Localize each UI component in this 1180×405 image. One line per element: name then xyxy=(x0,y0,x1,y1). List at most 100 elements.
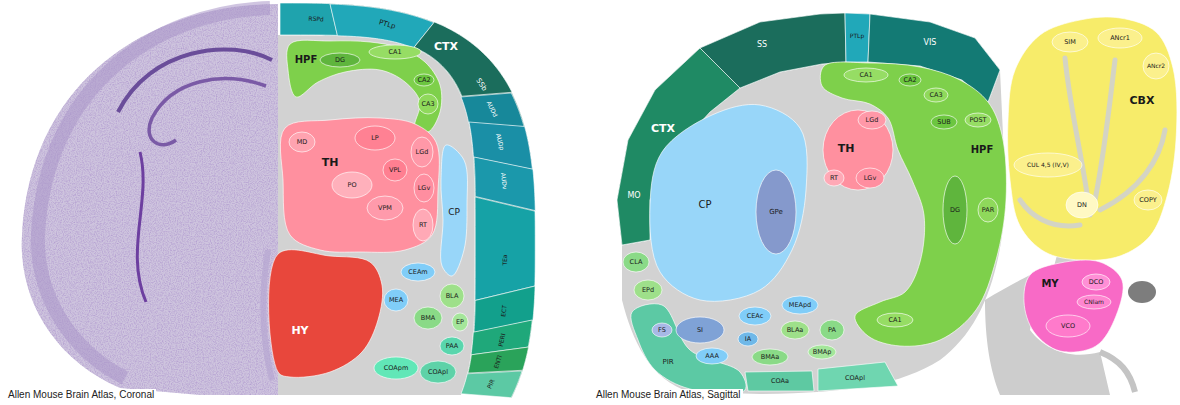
region-shape xyxy=(278,254,382,377)
brain-region: PAR xyxy=(978,198,998,222)
brain-region: PIR xyxy=(461,371,522,398)
region-label: COApm xyxy=(384,365,408,372)
region-label: HPF xyxy=(295,55,318,65)
region-shape xyxy=(822,63,1006,346)
region-outline xyxy=(411,137,433,167)
brain-region: THLGdRTLGv xyxy=(823,110,893,190)
region-outline xyxy=(1008,17,1177,260)
region-outline xyxy=(355,126,395,150)
brain-region: ANcr1 xyxy=(1098,28,1142,48)
region-outline xyxy=(943,176,967,244)
brain-region: TEa xyxy=(475,197,535,301)
brain-region: PAA xyxy=(440,337,464,355)
region-label: DN xyxy=(1077,202,1087,209)
region-label: FS xyxy=(658,327,666,334)
region-label: CA3 xyxy=(421,101,434,108)
region-outline xyxy=(1014,153,1082,177)
brain-region: DN xyxy=(1066,192,1098,218)
brain-region: VPL xyxy=(383,159,407,181)
brain-region: VPM xyxy=(367,196,403,220)
region-outline xyxy=(440,337,464,355)
region-shape xyxy=(475,197,535,301)
region-outline xyxy=(413,209,433,241)
region-label: BMA xyxy=(421,315,436,322)
region-label: BMAp xyxy=(813,349,832,356)
region-label: SS xyxy=(757,41,767,49)
region-label: CA3 xyxy=(929,92,942,99)
region-outline xyxy=(818,362,898,391)
brain-region: VCO xyxy=(1046,315,1090,337)
region-outline xyxy=(823,110,893,190)
region-outline xyxy=(965,113,991,127)
region-outline xyxy=(332,172,372,198)
region-outline xyxy=(676,317,724,343)
brain-region: IA xyxy=(738,332,758,346)
brain-region: LGd xyxy=(411,137,433,167)
brain-region: RT xyxy=(824,170,844,186)
region-label: MO xyxy=(627,192,640,200)
brain-region: SUB xyxy=(931,115,957,129)
region-outline xyxy=(756,170,796,254)
region-outline xyxy=(845,13,870,62)
brain-region: LGv xyxy=(414,174,434,202)
region-label: MEA xyxy=(389,297,403,304)
region-label: CP xyxy=(698,200,711,210)
region-label: CEAc xyxy=(747,313,764,320)
region-label: VCO xyxy=(1061,323,1075,330)
brain-region: CUL 4,5 (IV,V) xyxy=(1014,153,1082,177)
brain-region: PA xyxy=(820,320,844,340)
region-label: SIM xyxy=(1064,39,1076,46)
region-outline xyxy=(1024,260,1123,352)
region-outline xyxy=(856,168,884,188)
region-label: IA xyxy=(745,336,751,343)
brain-region: COApl xyxy=(818,362,898,391)
brain-region: SI xyxy=(676,317,724,343)
region-label: DG xyxy=(950,207,960,214)
medulla-tail xyxy=(1100,352,1135,392)
brain-region: AUDd xyxy=(461,93,524,127)
brain-region: AAA xyxy=(696,348,728,364)
region-outline xyxy=(824,170,844,186)
nerve-root xyxy=(1128,281,1156,303)
brain-region: BLA xyxy=(440,284,464,308)
region-outline xyxy=(1098,28,1142,48)
region-label: VPM xyxy=(378,205,392,212)
region-outline xyxy=(440,284,464,308)
region-outline xyxy=(931,115,957,129)
brain-region: COPY xyxy=(1134,190,1162,210)
region-label: BLA xyxy=(446,293,459,300)
brain-region: BLAa xyxy=(781,321,809,339)
region-outline xyxy=(745,371,814,391)
region-outline xyxy=(623,252,649,272)
region-label: SUB xyxy=(937,119,950,126)
region-outline xyxy=(461,371,522,398)
region-outline xyxy=(269,250,383,378)
nissl-ventricle xyxy=(137,152,146,302)
brain-region: CEAc xyxy=(739,307,771,325)
region-outline xyxy=(1066,192,1098,218)
region-outline xyxy=(978,198,998,222)
region-label: EPd xyxy=(642,287,654,294)
brain-region: MYDCOCNlamVCO xyxy=(1024,262,1122,351)
region-outline xyxy=(414,307,442,329)
brain-region: DG xyxy=(320,53,360,67)
region-label: PIR xyxy=(662,359,673,366)
region-label: CBX xyxy=(1130,95,1155,106)
region-label: DG xyxy=(335,57,345,64)
region-label: TEa xyxy=(502,254,508,265)
region-outline xyxy=(899,74,921,86)
brain-region: CA1 xyxy=(877,313,913,327)
region-label: GPe xyxy=(769,209,783,216)
brain-region: CLA xyxy=(623,252,649,272)
brain-region: CA3 xyxy=(924,88,948,102)
region-outline xyxy=(420,361,456,383)
brain-region: PTLp xyxy=(845,13,870,62)
region-label: CP xyxy=(448,208,460,217)
region-outline xyxy=(475,197,535,301)
region-label: CEAm xyxy=(408,269,427,276)
region-label: POST xyxy=(969,117,986,124)
brain-region: CNlam xyxy=(1077,295,1111,309)
brain-region: CA2 xyxy=(414,74,434,86)
region-label: PTLp xyxy=(850,33,864,39)
